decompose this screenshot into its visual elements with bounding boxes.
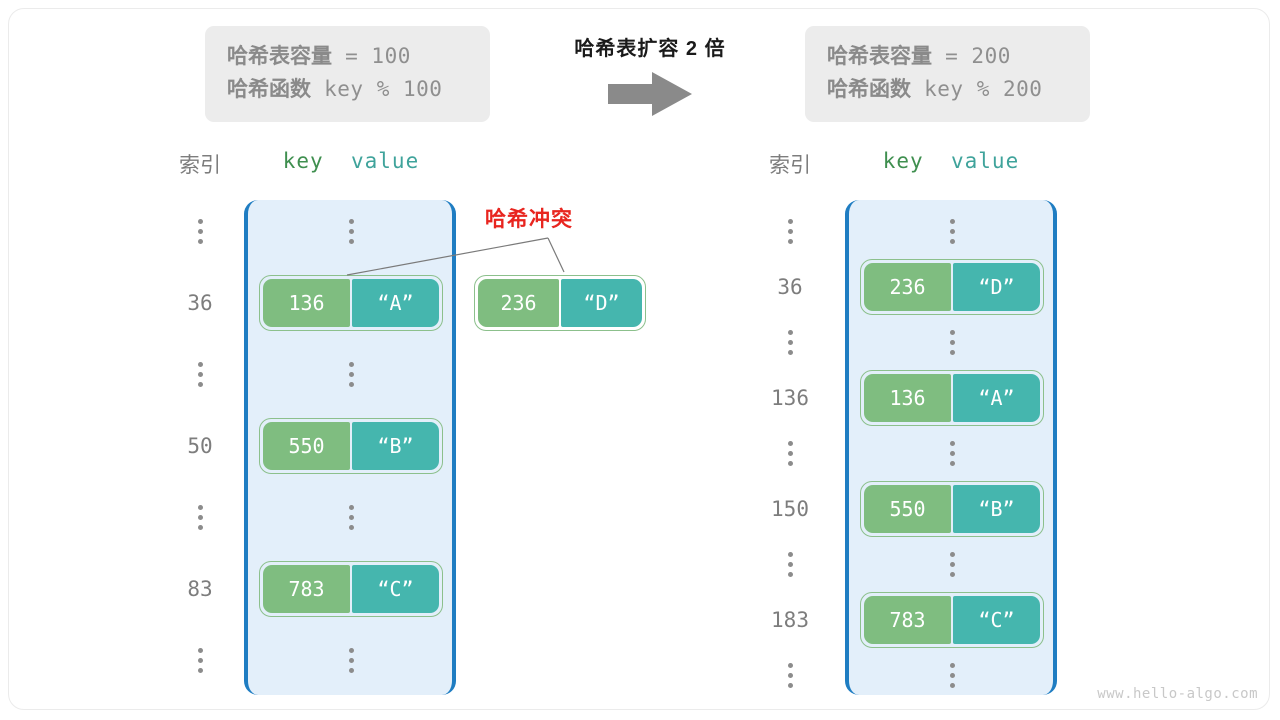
index-label: 36	[777, 274, 803, 299]
entry-key: 783	[263, 564, 350, 613]
right-value-header: value	[951, 149, 1020, 173]
bucket-ellipsis-icon	[917, 647, 987, 703]
entry-key: 136	[263, 278, 350, 327]
bucket-ellipsis-icon	[917, 314, 987, 370]
index-label: 150	[771, 496, 809, 521]
entry-key: 136	[864, 373, 951, 422]
right-index-header: 索引	[769, 154, 811, 177]
outer-frame	[8, 8, 1270, 710]
entry-value: “C”	[352, 564, 439, 613]
left-hash-config-box: 哈希表容量 = 100 哈希函数 key % 100	[205, 26, 490, 122]
entry-pair[interactable]: 136“A”	[860, 369, 1044, 426]
index-label: 83	[187, 576, 213, 601]
entry-key: 236	[864, 262, 951, 311]
collided-entry-key: 236	[478, 279, 559, 327]
right-arrow-icon	[608, 72, 692, 116]
site-watermark: www.hello-algo.com	[1097, 686, 1258, 702]
right-kv-header: key value	[846, 149, 1056, 173]
index-ellipsis-icon	[165, 346, 235, 402]
right-capacity-label: 哈希表容量	[827, 45, 932, 68]
index-ellipsis-icon	[165, 203, 235, 259]
entry-value: “D”	[953, 262, 1040, 311]
entry-value: “C”	[953, 595, 1040, 644]
expand-caption: 哈希表扩容 2 倍	[574, 38, 726, 60]
index-label: 50	[187, 433, 213, 458]
bucket-ellipsis-icon	[316, 489, 386, 545]
entry-key: 550	[864, 484, 951, 533]
left-function-expr: key % 100	[311, 77, 443, 101]
entry-value: “B”	[953, 484, 1040, 533]
right-key-header: key	[882, 149, 924, 173]
entry-pair[interactable]: 550“B”	[259, 417, 443, 474]
entry-pair[interactable]: 783“C”	[860, 591, 1044, 648]
entry-value: “B”	[352, 421, 439, 470]
index-ellipsis-icon	[165, 489, 235, 545]
index-ellipsis-icon	[165, 632, 235, 688]
index-ellipsis-icon	[755, 425, 825, 481]
left-value-header: value	[351, 149, 420, 173]
entry-pair[interactable]: 550“B”	[860, 480, 1044, 537]
index-ellipsis-icon	[755, 536, 825, 592]
entry-value: “A”	[953, 373, 1040, 422]
index-ellipsis-icon	[755, 314, 825, 370]
left-kv-header: key value	[246, 149, 456, 173]
index-ellipsis-icon	[755, 647, 825, 703]
index-ellipsis-icon	[755, 203, 825, 259]
right-hash-config-box: 哈希表容量 = 200 哈希函数 key % 200	[805, 26, 1090, 122]
index-label: 136	[771, 385, 809, 410]
right-function-expr: key % 200	[911, 77, 1043, 101]
entry-pair[interactable]: 136“A”	[259, 274, 443, 331]
left-capacity-label: 哈希表容量	[227, 45, 332, 68]
entry-key: 550	[263, 421, 350, 470]
bucket-ellipsis-icon	[917, 536, 987, 592]
left-function-line: 哈希函数 key % 100	[227, 73, 468, 106]
collided-entry-value: “D”	[561, 279, 642, 327]
entry-pair[interactable]: 783“C”	[259, 560, 443, 617]
index-label: 36	[187, 290, 213, 315]
bucket-ellipsis-icon	[316, 203, 386, 259]
collision-label: 哈希冲突	[485, 208, 573, 231]
bucket-ellipsis-icon	[316, 346, 386, 402]
left-capacity-line: 哈希表容量 = 100	[227, 40, 468, 73]
left-key-header: key	[282, 149, 324, 173]
index-label: 183	[771, 607, 809, 632]
right-function-label: 哈希函数	[827, 78, 911, 101]
collided-entry-pair[interactable]: 236 “D”	[474, 275, 646, 331]
left-index-header: 索引	[179, 154, 221, 177]
entry-value: “A”	[352, 278, 439, 327]
right-capacity-expr: = 200	[932, 44, 1011, 68]
entry-pair[interactable]: 236“D”	[860, 258, 1044, 315]
right-function-line: 哈希函数 key % 200	[827, 73, 1068, 106]
expand-arrow-wrap	[520, 72, 780, 116]
bucket-ellipsis-icon	[917, 425, 987, 481]
bucket-ellipsis-icon	[917, 203, 987, 259]
right-capacity-line: 哈希表容量 = 200	[827, 40, 1068, 73]
entry-key: 783	[864, 595, 951, 644]
left-capacity-expr: = 100	[332, 44, 411, 68]
bucket-ellipsis-icon	[316, 632, 386, 688]
left-function-label: 哈希函数	[227, 78, 311, 101]
